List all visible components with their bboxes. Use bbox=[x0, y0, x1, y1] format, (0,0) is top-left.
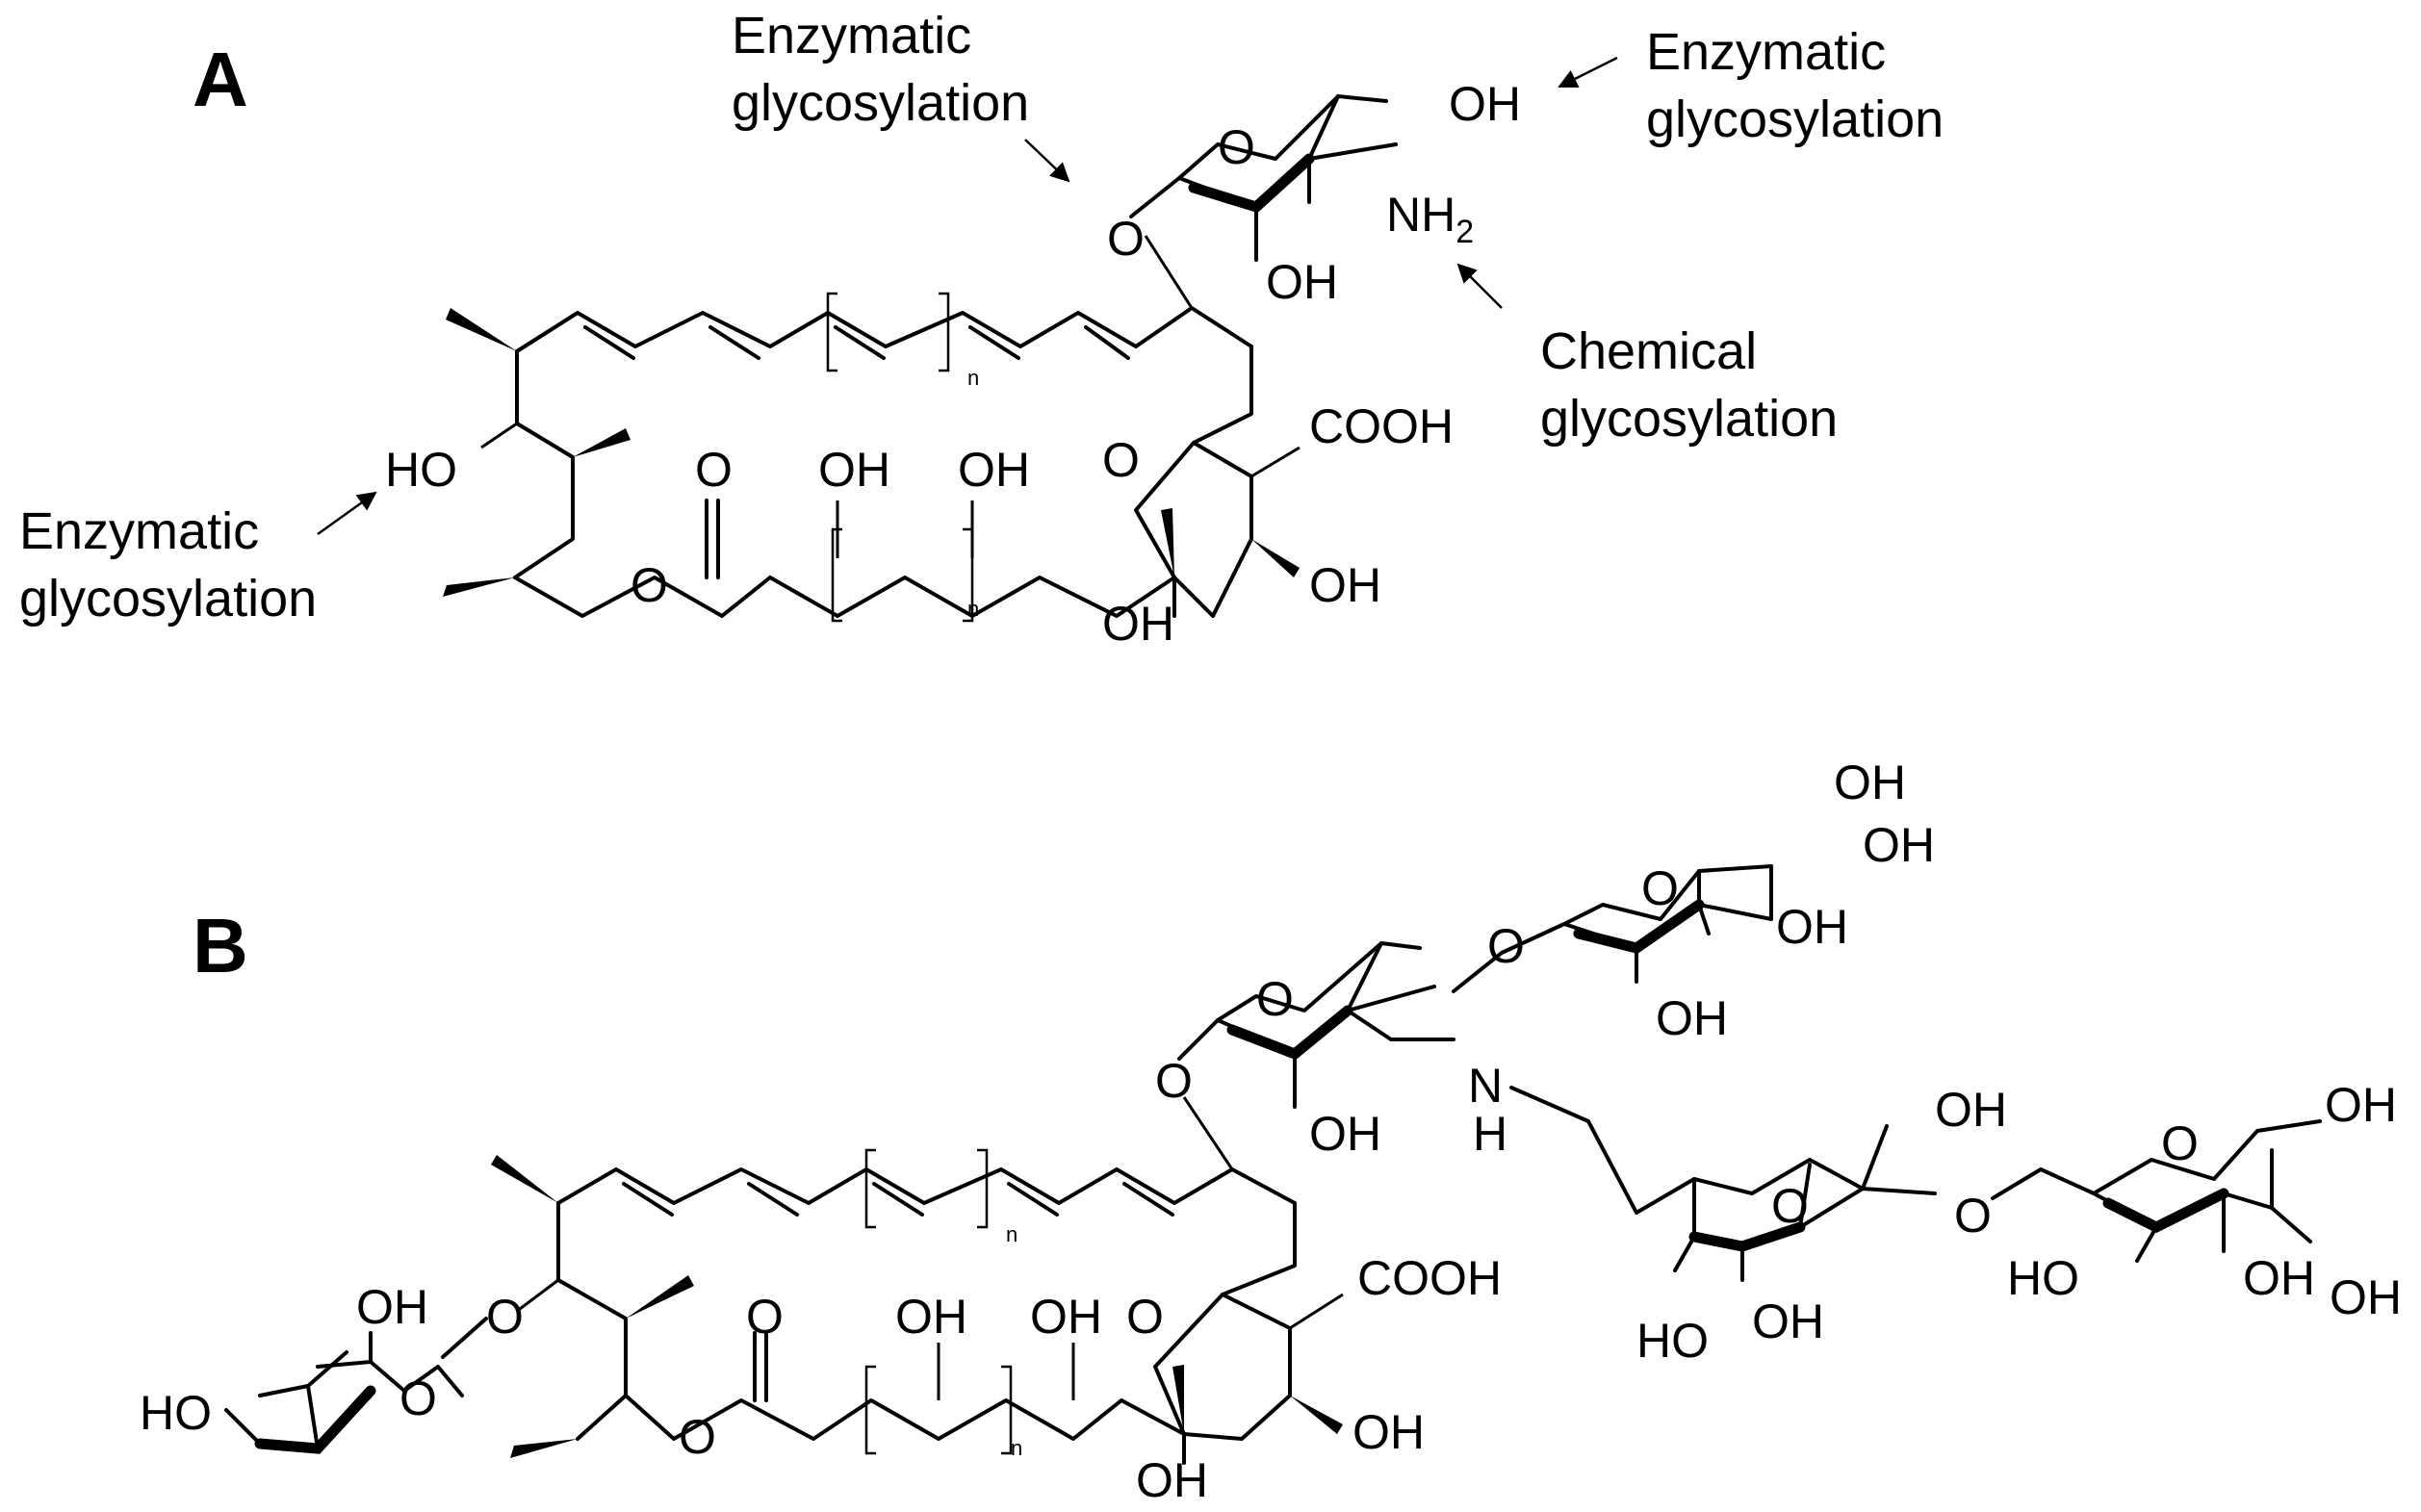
oh-sugar-b-amino: OH bbox=[1309, 1107, 1381, 1161]
cooh-b: COOH bbox=[1357, 1251, 1502, 1305]
oh-b-1: OH bbox=[895, 1290, 967, 1344]
oh-sugar-a-2: OH bbox=[1266, 255, 1338, 309]
macrolide-left-a: n bbox=[443, 308, 1176, 623]
repeat-n-a-bottom: n bbox=[967, 597, 979, 621]
repeat-n-b-top: n bbox=[1006, 1222, 1017, 1246]
repeat-n-b-bottom: n bbox=[1011, 1436, 1022, 1460]
ring-o-sugar-b-top-right: O bbox=[1641, 861, 1679, 915]
oh-b-tr-4: OH bbox=[1656, 991, 1728, 1045]
ho-b-r-1: HO bbox=[2007, 1251, 2079, 1305]
ho-sugar-b-left: HO bbox=[140, 1386, 212, 1440]
carbonyl-o-a: O bbox=[695, 443, 733, 497]
sugar-b-right bbox=[1991, 1119, 2322, 1263]
oh-b-tr-1: OH bbox=[1834, 756, 1906, 809]
ester-o-a: O bbox=[631, 558, 668, 612]
ester-o-b: O bbox=[679, 1410, 716, 1464]
oh-b-tr-3: OH bbox=[1776, 900, 1848, 954]
macrolide-left-b: n bbox=[491, 1155, 1186, 1460]
cooh-a: COOH bbox=[1309, 399, 1454, 453]
n-sugar-b: N bbox=[1468, 1059, 1503, 1113]
ring-o-sugar-b-right: O bbox=[2161, 1116, 2199, 1170]
ring-o-sugar-b-left: O bbox=[399, 1371, 437, 1425]
oh-sugar-b-left: OH bbox=[356, 1280, 428, 1334]
arrow-enzymatic-top bbox=[1024, 139, 1070, 183]
oh-a-2: OH bbox=[958, 443, 1030, 497]
sugar-b-middle bbox=[1509, 1086, 1937, 1282]
oh-b-r-2: OH bbox=[2243, 1251, 2315, 1305]
ring-o-sugar-a: O bbox=[1218, 120, 1255, 174]
ho-b-mid-1: HO bbox=[1636, 1314, 1709, 1368]
oh-a-4: OH bbox=[1102, 597, 1174, 651]
annotation-chemical-1: Chemical bbox=[1540, 322, 1757, 380]
sugar-b-top-right bbox=[1452, 864, 1773, 993]
sugar-b-left bbox=[224, 1317, 488, 1454]
panel-a-label: A bbox=[193, 37, 248, 122]
carbonyl-o-b: O bbox=[746, 1290, 784, 1344]
panel-b-label: B bbox=[193, 903, 248, 988]
ho-a-left: HO bbox=[385, 443, 457, 497]
oh-b-3: OH bbox=[1352, 1405, 1425, 1459]
annotation-enzymatic-left-1: Enzymatic bbox=[19, 502, 259, 560]
annotation-enzymatic-left-2: glycosylation bbox=[19, 570, 317, 628]
annotation-enzymatic-right-2: glycosylation bbox=[1646, 90, 1944, 148]
oh-b-mid-1: OH bbox=[1935, 1083, 2007, 1137]
repeat-n-a-top: n bbox=[967, 366, 979, 390]
annotation-enzymatic-top-1: Enzymatic bbox=[732, 7, 971, 64]
arrow-enzymatic-right bbox=[1558, 56, 1618, 89]
pyran-ring-a bbox=[1134, 235, 1301, 618]
glycosidic-o-b-top: O bbox=[1155, 1054, 1193, 1108]
annotation-enzymatic-top-2: glycosylation bbox=[732, 74, 1029, 132]
oh-b-2: OH bbox=[1030, 1290, 1102, 1344]
ring-o-b: O bbox=[1126, 1290, 1164, 1344]
ring-o-a: O bbox=[1102, 433, 1140, 487]
h-sugar-b: H bbox=[1473, 1107, 1507, 1161]
polyene-chain-a: n bbox=[515, 292, 1253, 390]
arrow-chemical bbox=[1456, 263, 1503, 309]
sugar-a bbox=[1129, 94, 1398, 262]
annotation-enzymatic-right-1: Enzymatic bbox=[1646, 23, 1886, 81]
glycosidic-o-b-left: O bbox=[486, 1290, 524, 1344]
arrow-enzymatic-left bbox=[317, 491, 377, 536]
annotation-chemical-2: glycosylation bbox=[1540, 390, 1838, 448]
oh-b-tr-2: OH bbox=[1863, 818, 1935, 872]
oh-b-r-3: OH bbox=[2330, 1270, 2402, 1324]
oh-b-r-1: OH bbox=[2325, 1078, 2397, 1132]
pyran-ring-b bbox=[1153, 1096, 1344, 1465]
oh-sugar-a-1: OH bbox=[1449, 77, 1521, 131]
glycosidic-o-a: O bbox=[1107, 212, 1145, 266]
sugar-b-amino bbox=[1177, 941, 1455, 1109]
o-linker-b-mid: O bbox=[1954, 1189, 1992, 1243]
nh2-sugar-a: NH2 bbox=[1386, 188, 1474, 250]
polyene-chain-b: n bbox=[556, 1148, 1297, 1246]
ring-o-sugar-b-amino: O bbox=[1256, 972, 1294, 1026]
oh-b-mid-2: OH bbox=[1752, 1294, 1824, 1348]
oh-b-4: OH bbox=[1136, 1453, 1208, 1507]
ring-o-sugar-b-middle: O bbox=[1771, 1179, 1809, 1233]
oh-a-1: OH bbox=[818, 443, 890, 497]
oh-a-3: OH bbox=[1309, 558, 1381, 612]
